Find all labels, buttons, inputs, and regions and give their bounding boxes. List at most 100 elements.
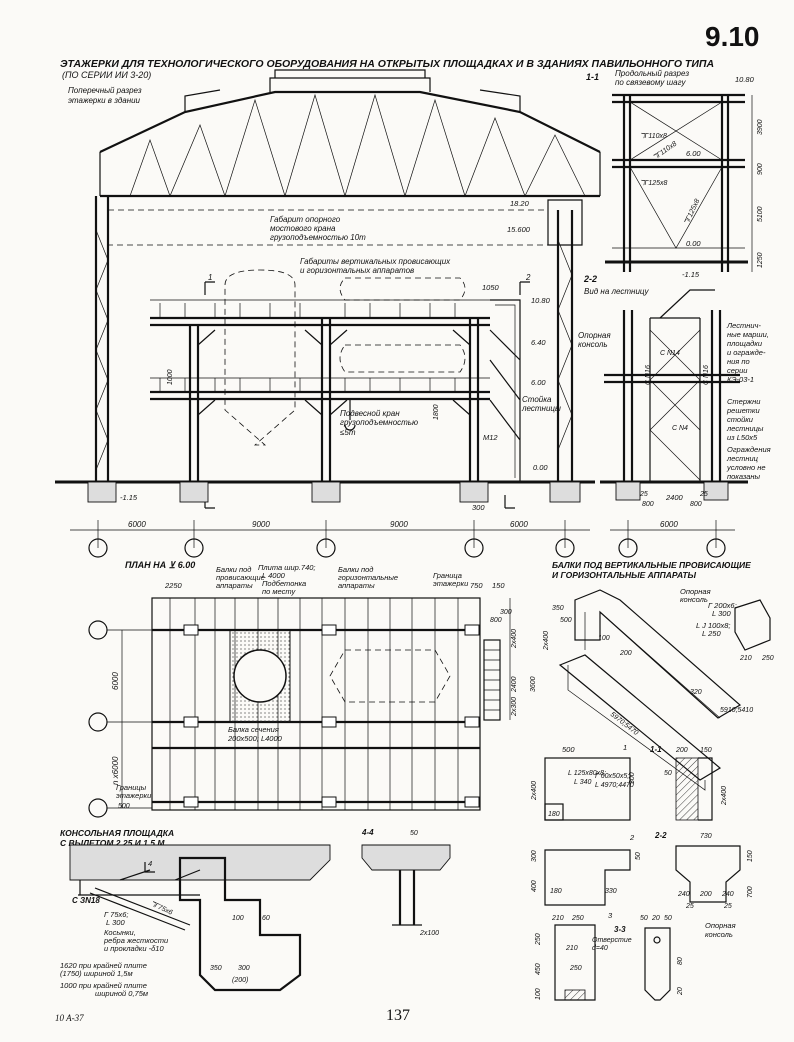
page-number: 137 <box>386 1007 410 1024</box>
plan-beams-horiz-1: Балки под <box>338 565 373 574</box>
dc-d-210: 210 <box>551 915 564 922</box>
span-6000-right: 6000 <box>510 520 528 529</box>
console-kosynka-2: ребра жесткости <box>103 936 169 945</box>
s11-h-5100: 5100 <box>757 206 764 222</box>
console-d-200: (200) <box>232 977 248 984</box>
section-2-2: 2-2 Вид на лестницу Опорная консоль С N1… <box>578 274 771 558</box>
crane-gauge-line1: Габарит опорного <box>270 215 341 224</box>
s22-d-800a: 800 <box>642 501 654 508</box>
section-11-tag: 1-1 <box>586 72 599 82</box>
section-44-tag: 4-4 <box>361 828 374 837</box>
dim-300: 300 <box>472 503 485 512</box>
vessels-note-line2: и горизонтальных аппаратов <box>300 266 414 275</box>
db-d-180: 180 <box>548 811 560 818</box>
elev-640: 6.40 <box>531 338 546 347</box>
s22-brace-note-5: из L50х5 <box>727 433 758 442</box>
beams-d-320: 320 <box>690 689 702 696</box>
elev-1080: 10.80 <box>531 296 551 305</box>
s22-stair-note-4: и огражде- <box>727 348 766 357</box>
section-22-tag: 2-2 <box>583 274 597 284</box>
dc-d-50a: 50 <box>640 915 648 922</box>
dc-hole-2: d=40 <box>592 945 608 952</box>
main-section-label-2: этажерки в здании <box>68 96 141 105</box>
plan-dim-2x300: 2х300 <box>511 697 518 717</box>
db-d-50: 50 <box>664 770 672 777</box>
detail-beam-section: 500 1 L 125х80х8; L 340 Г 60х50х5; L 497… <box>531 743 728 821</box>
db-plate2: L 4970;4470 <box>595 782 634 789</box>
plan-slab-2: L 4000 <box>262 571 286 580</box>
plan-dim-150: 150 <box>492 581 505 590</box>
beams-d-500: 500 <box>560 617 572 624</box>
console-d-350: 350 <box>210 965 222 972</box>
hoist-line1: Подвесной кран <box>340 409 400 418</box>
sheet-number: 9.10 <box>705 21 760 52</box>
elev-000: 0.00 <box>533 463 548 472</box>
plan-at-600: ПЛАН НА ⊻ 6.00 Балки под провисающие апп… <box>88 560 537 818</box>
elev-600: 6.00 <box>531 378 546 387</box>
s11-member-d: ℸГ125х8 <box>683 198 702 226</box>
s22-brace-note-4: лестницы <box>726 424 764 433</box>
elev-m115: -1.15 <box>120 493 138 502</box>
s11-h-1250: 1250 <box>757 252 764 268</box>
dim-1800: 1800 <box>433 404 440 420</box>
dc-cut-2: 2 <box>629 833 635 842</box>
plan-boundary-2: этажерки <box>433 579 469 588</box>
db-d-150: 150 <box>700 747 712 754</box>
sheet-title: ЭТАЖЕРКИ ДЛЯ ТЕХНОЛОГИЧЕСКОГО ОБОРУДОВАН… <box>60 58 714 70</box>
db-cut-1: 1 <box>623 743 627 752</box>
dim-1050: 1050 <box>482 283 500 292</box>
section-1-1: 1-1 Продольный разрез по связевому шагу … <box>586 69 764 279</box>
console-d-300: 300 <box>238 965 250 972</box>
console-platform: КОНСОЛЬНАЯ ПЛОЩАДКА С ВЫЛЕТОМ 2,25 И 1,5… <box>60 828 331 998</box>
series-note: (ПО СЕРИИ ИИ 3-20) <box>62 70 151 80</box>
plan-dim-3600: 3600 <box>530 676 537 692</box>
s22-c16a: С N16 <box>645 365 652 385</box>
plan-dim-800: 800 <box>490 617 502 624</box>
plan-beam-section-1: Балка сечения <box>228 725 279 734</box>
plan-dim-2250: 2250 <box>164 581 183 590</box>
db-plate: Г 60х50х5; <box>595 773 629 780</box>
elev-15600: 15.600 <box>507 225 531 234</box>
console-title-1: КОНСОЛЬНАЯ ПЛОЩАДКА <box>60 828 174 838</box>
section-11-label-2: по связевому шагу <box>615 78 687 87</box>
s11-elev-000: 0.00 <box>686 239 701 248</box>
dc-d-250: 250 <box>571 915 584 922</box>
footer-code: 10 A-37 <box>55 1013 84 1023</box>
s11-elev-1080: 10.80 <box>735 75 755 84</box>
dc-bracket-1: Опорная <box>705 921 736 930</box>
plan-beams-vessels-3: аппараты <box>216 581 253 590</box>
dc-d-200: 200 <box>699 891 712 898</box>
dc-tag-33: 3-3 <box>614 925 626 934</box>
elev-1820: 18.20 <box>510 199 530 208</box>
beams-d-2x400: 2х400 <box>543 631 550 651</box>
s22-bracket-2: консоль <box>578 340 608 349</box>
s22-rail-note-3: условно не <box>726 463 766 472</box>
beams-d-210: 210 <box>739 655 752 662</box>
console-cut-4: 4 <box>148 859 152 868</box>
vessels-note-line1: Габариты вертикальных провисающих <box>300 257 451 266</box>
dc-d-50: 50 <box>635 852 642 860</box>
plan-beams-horiz-3: аппараты <box>338 581 375 590</box>
s22-span: 6000 <box>660 520 678 529</box>
s22-bracket-1: Опорная <box>578 331 611 340</box>
dc-d-330: 330 <box>605 888 617 895</box>
dc-d-25a: 25 <box>685 903 694 910</box>
console-c18: С ЗN18 <box>72 896 100 905</box>
bolt-m12: M12 <box>483 433 498 442</box>
cut-marker-1: 1 <box>208 273 212 282</box>
console-kosynka-3: и прокладки -δ10 <box>104 944 164 953</box>
dc-hole-1: Отверстие <box>592 937 632 944</box>
console-title-2: С ВЫЛЕТОМ 2,25 И 1,5 М <box>60 838 165 848</box>
beams-bracket-2: консоль <box>680 595 708 604</box>
s22-stair-note-7: КЭ-03-1 <box>727 375 754 384</box>
dc-d-730: 730 <box>700 833 712 840</box>
s22-d-2400: 2400 <box>665 493 684 502</box>
beams-angle-b: L J 100х8; <box>696 621 730 630</box>
plan-dim-750: 750 <box>470 581 483 590</box>
dc-d-210b: 210 <box>565 945 578 952</box>
dc-d-450: 450 <box>535 963 542 975</box>
console-kosynka-1: Косынки, <box>104 928 136 937</box>
hoist-line3: ≤5т <box>340 428 356 437</box>
